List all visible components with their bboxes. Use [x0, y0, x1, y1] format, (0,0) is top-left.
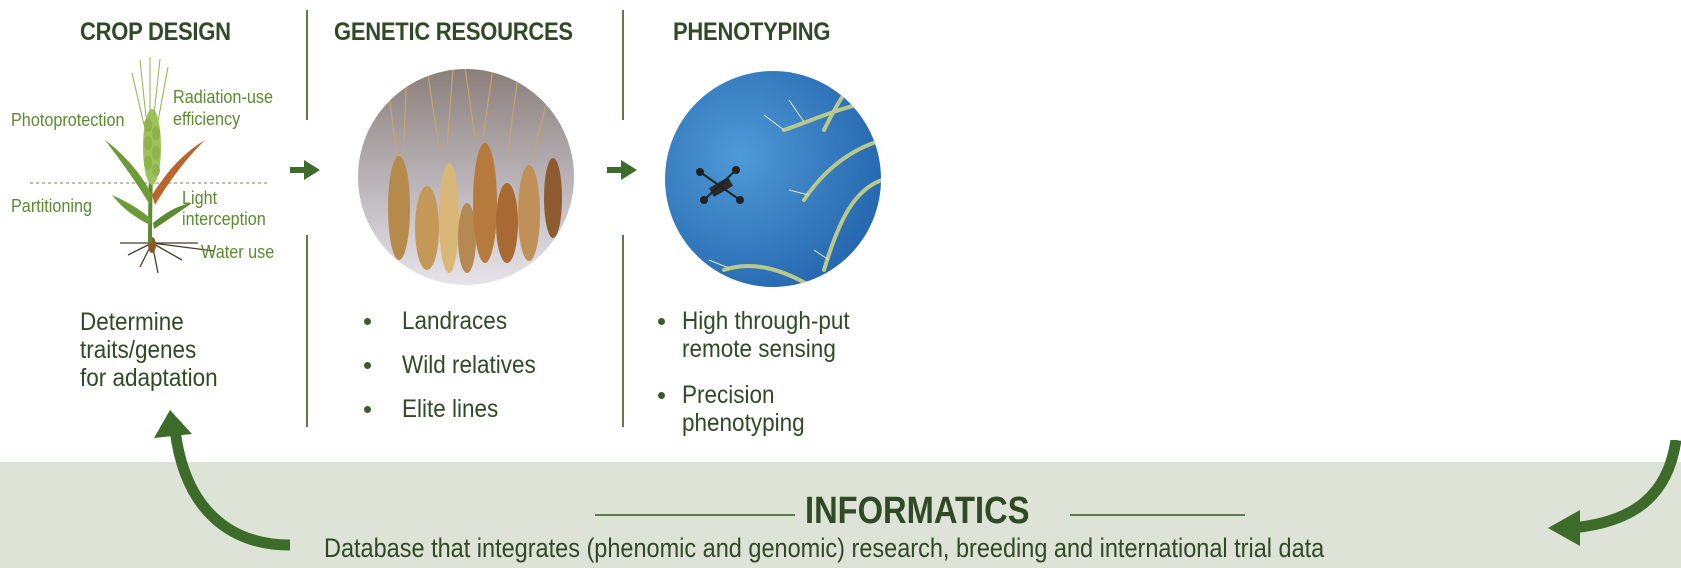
leaf-icon	[112, 195, 151, 225]
curved-arrow-up-icon	[150, 410, 300, 560]
bullet-dot	[364, 406, 371, 413]
curved-arrow-left-icon	[1540, 440, 1681, 550]
bullet-precision-line2: phenotyping	[682, 409, 805, 437]
crop-description-line1: Determine	[80, 308, 184, 336]
bullet-precision-line1: Precision	[682, 381, 775, 409]
label-photoprotection: Photoprotection	[11, 111, 124, 130]
bullet-elite-lines: Elite lines	[402, 395, 498, 423]
phenotyping-title: PHENOTYPING	[673, 18, 830, 47]
label-radiation-line1: Radiation-use	[173, 88, 273, 107]
label-radiation-line2: efficiency	[173, 110, 240, 129]
label-light-line1: Light	[182, 189, 217, 208]
label-partitioning: Partitioning	[11, 197, 92, 216]
bullet-dot	[658, 392, 665, 399]
bullet-high-throughput-line2: remote sensing	[682, 335, 836, 363]
crop-design-title: CROP DESIGN	[80, 18, 231, 47]
genetic-resources-title: GENETIC RESOURCES	[334, 18, 573, 47]
roots-icon	[120, 243, 214, 273]
separator-line	[622, 10, 624, 120]
bullet-high-throughput-line1: High through-put	[682, 307, 850, 335]
crop-description-line2: traits/genes	[80, 336, 196, 364]
drone-phenotyping-photo	[664, 70, 882, 288]
right-arrow-icon	[605, 158, 641, 182]
crop-description-line3: for adaptation	[80, 364, 218, 392]
informatics-subtitle: Database that integrates (phenomic and g…	[324, 533, 1324, 564]
informatics-title: INFORMATICS	[805, 490, 1030, 533]
bullet-dot	[658, 318, 665, 325]
separator-line	[306, 235, 308, 427]
separator-line	[622, 235, 624, 427]
right-arrow-icon	[288, 158, 324, 182]
informatics-rule-right	[1070, 514, 1245, 516]
label-water-use: Water use	[201, 243, 274, 262]
informatics-rule-left	[595, 514, 795, 516]
wheat-varieties-photo	[357, 68, 575, 286]
label-light-line2: interception	[182, 210, 266, 229]
bullet-dot	[364, 318, 371, 325]
separator-line	[306, 10, 308, 120]
bullet-landraces: Landraces	[402, 307, 507, 335]
bullet-wild-relatives: Wild relatives	[402, 351, 536, 379]
bullet-dot	[364, 362, 371, 369]
